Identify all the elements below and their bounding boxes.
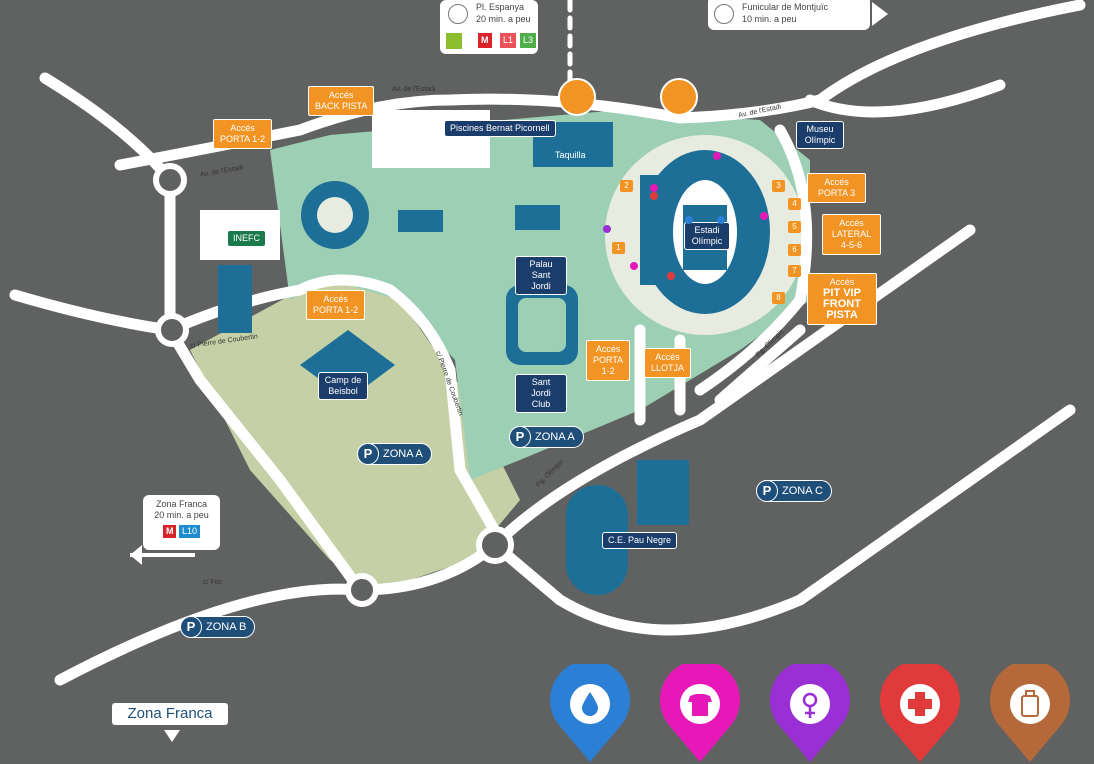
first-aid-point (667, 272, 675, 280)
gate-2: 2 (620, 180, 633, 192)
zf-title: Zona Franca (155, 499, 208, 509)
women-toilet-point (603, 225, 611, 233)
funicular-time: 10 min. a peu (742, 14, 797, 24)
label-inefc[interactable]: INEFC (227, 230, 266, 247)
label-sj-club[interactable]: Sant Jordi Club (515, 374, 567, 413)
label-estadi[interactable]: Estadi Olímpic (684, 222, 730, 250)
label-taquilla[interactable]: Taquilla (555, 150, 586, 160)
espanya-title: Pl. Espanya (476, 2, 525, 12)
merchandise-pin-icon (660, 664, 740, 762)
arrow-down-icon (164, 730, 180, 742)
first-aid-pin-icon (880, 664, 960, 762)
luggage-pin-icon (990, 664, 1070, 762)
gate-1: 1 (612, 242, 625, 254)
gate-6: 6 (788, 244, 801, 256)
road-label: c/ Foc (203, 579, 223, 586)
gate-4: 4 (788, 198, 801, 210)
first-aid-point (650, 192, 658, 200)
ticket-icon (558, 78, 596, 116)
beisbol-shape (300, 330, 395, 400)
line-l3: L3 (520, 33, 537, 48)
gate-7: 7 (788, 265, 801, 277)
label-piscines[interactable]: Piscines Bernat Picornell (444, 120, 556, 137)
funicular-card: Funicular de Montjuïc 10 min. a peu (708, 0, 870, 30)
merch-point (630, 262, 638, 270)
metro-icon: M (478, 33, 492, 48)
entrance-icon (660, 78, 698, 116)
pl-espanya-card: Pl. Espanya 20 min. a peu M L1 L3 (440, 0, 538, 54)
label-museu[interactable]: Museu Olímpic (796, 121, 844, 149)
water-point (685, 216, 693, 224)
metro-icon: M (162, 525, 177, 538)
zona-franca-card: Zona Franca 20 min. a peu M L10 (143, 495, 220, 550)
road-label: Av. de l'Estadi (392, 86, 436, 93)
label-pau-negre[interactable]: C.E. Pau Negre (602, 532, 678, 549)
funicular-title: Funicular de Montjuïc (742, 2, 829, 12)
water-point (717, 216, 725, 224)
zf-time: 20 min. a peu (154, 510, 209, 520)
zona-franca-sign[interactable]: Zona Franca (112, 703, 228, 725)
merch-point (760, 212, 768, 220)
line-l1: L1 (500, 33, 517, 48)
gate-8: 8 (772, 292, 785, 304)
roundabout (153, 163, 187, 197)
water-pin-icon (550, 664, 630, 762)
women-toilet-pin-icon (770, 664, 850, 762)
espanya-time: 20 min. a peu (476, 14, 531, 24)
arrow-right-icon (872, 2, 888, 26)
fgc-icon (446, 33, 462, 49)
gate-5: 5 (788, 221, 801, 233)
park-area-beige (190, 282, 520, 590)
merch-point (713, 152, 721, 160)
merch-point (650, 184, 658, 192)
label-beisbol[interactable]: Camp de Beisbol (318, 372, 368, 400)
line-l10: L10 (178, 525, 201, 538)
walking-icon (448, 4, 468, 24)
funicular-icon (714, 4, 734, 24)
label-palau[interactable]: Palau Sant Jordi (515, 256, 567, 295)
gate-3: 3 (772, 180, 785, 192)
